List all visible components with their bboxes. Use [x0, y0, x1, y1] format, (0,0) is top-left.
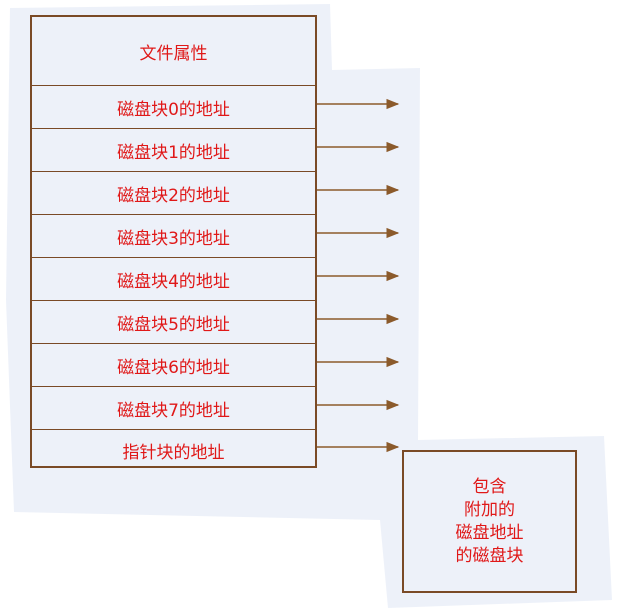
address-label: 磁盘块1的地址: [117, 142, 230, 163]
address-label: 磁盘块6的地址: [117, 357, 230, 378]
file-attributes-label: 文件属性: [139, 43, 208, 64]
address-label: 磁盘块0的地址: [117, 99, 230, 120]
address-row-3: 磁盘块3的地址: [32, 214, 315, 257]
pointer-block-row: 指针块的地址: [32, 429, 315, 470]
address-label: 磁盘块4的地址: [117, 271, 230, 292]
extra-block-line: 磁盘地址: [455, 522, 524, 543]
address-row-7: 磁盘块7的地址: [32, 386, 315, 429]
extra-block-line: 的磁盘块: [455, 545, 524, 566]
file-attributes-cell: 文件属性: [32, 17, 315, 85]
address-label: 磁盘块2的地址: [117, 185, 230, 206]
extra-address-block: 包含 附加的 磁盘地址 的磁盘块: [402, 450, 577, 593]
address-label: 磁盘块7的地址: [117, 400, 230, 421]
pointer-block-label: 指针块的地址: [122, 442, 225, 463]
address-label: 磁盘块5的地址: [117, 314, 230, 335]
inode-table: 文件属性 磁盘块0的地址 磁盘块1的地址 磁盘块2的地址 磁盘块3的地址 磁盘块…: [30, 15, 317, 468]
address-row-2: 磁盘块2的地址: [32, 171, 315, 214]
address-row-6: 磁盘块6的地址: [32, 343, 315, 386]
address-row-4: 磁盘块4的地址: [32, 257, 315, 300]
address-label: 磁盘块3的地址: [117, 228, 230, 249]
address-row-1: 磁盘块1的地址: [32, 128, 315, 171]
address-row-0: 磁盘块0的地址: [32, 85, 315, 128]
address-row-5: 磁盘块5的地址: [32, 300, 315, 343]
extra-block-line: 附加的: [464, 499, 515, 520]
extra-block-line: 包含: [472, 476, 507, 497]
